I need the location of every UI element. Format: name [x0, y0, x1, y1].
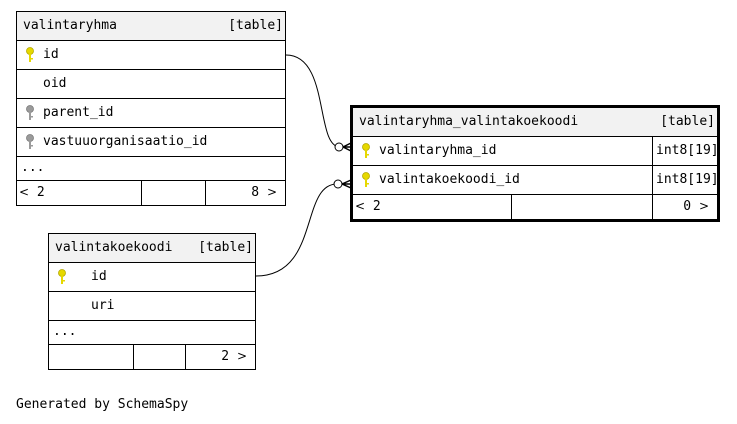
column-type: int8[19] — [656, 172, 719, 187]
more-columns-label: ... — [21, 160, 45, 175]
footer-divider — [652, 195, 653, 219]
column-type: int8[19] — [656, 143, 719, 158]
more-columns-label: ... — [53, 324, 77, 339]
key-icon — [26, 105, 34, 120]
key-icon — [58, 269, 66, 284]
table-kind-label: [table] — [198, 240, 253, 255]
more-columns: ... — [17, 157, 285, 181]
footer-divider — [133, 345, 134, 369]
parents-count[interactable]: < 2 — [19, 185, 45, 200]
link-crowfoot-end — [341, 179, 352, 189]
footer-divider — [141, 181, 142, 205]
children-count[interactable]: 2 > — [221, 349, 247, 364]
column-name: parent_id — [43, 105, 114, 120]
table-footer: < 2 8 > — [17, 181, 285, 205]
table-valintaryhma[interactable]: valintaryhma [table] id oid parent_id va… — [16, 11, 286, 206]
chevron-left-icon: < — [355, 199, 366, 213]
column-name: id — [43, 47, 59, 62]
table-valintaryhma-valintakoekoodi[interactable]: valintaryhma_valintakoekoodi [table] val… — [350, 105, 720, 222]
children-count[interactable]: 8 > — [251, 185, 277, 200]
key-icon — [26, 134, 34, 149]
link-circle-end — [333, 179, 343, 189]
table-footer: < 2 0 > — [353, 195, 717, 219]
table-header: valintaryhma_valintakoekoodi [table] — [353, 108, 717, 137]
column-row[interactable]: oid — [17, 70, 285, 99]
chevron-left-icon: < — [19, 185, 30, 199]
column-row[interactable]: parent_id — [17, 99, 285, 128]
link-circle-end — [334, 142, 344, 152]
table-kind-label: [table] — [228, 18, 283, 33]
table-header: valintaryhma [table] — [17, 12, 285, 41]
key-icon — [362, 143, 370, 158]
relationship-link-valintaryhma — [285, 54, 341, 148]
column-name: valintaryhma_id — [379, 143, 497, 158]
footer-divider — [511, 195, 512, 219]
link-crowfoot-end — [342, 142, 352, 152]
footer-divider — [185, 345, 186, 369]
children-count[interactable]: 0 > — [683, 199, 709, 214]
generated-by-label: Generated by SchemaSpy — [16, 397, 189, 412]
column-row[interactable]: id — [17, 41, 285, 70]
column-name: uri — [91, 298, 115, 313]
chevron-right-icon: > — [698, 199, 709, 213]
column-row[interactable]: vastuuorganisaatio_id — [17, 128, 285, 157]
chevron-right-icon: > — [266, 185, 277, 199]
column-name: id — [91, 269, 107, 284]
table-footer: 2 > — [49, 345, 255, 369]
more-columns: ... — [49, 321, 255, 345]
column-divider — [652, 166, 653, 194]
table-valintakoekoodi[interactable]: valintakoekoodi [table] id uri ... 2 > — [48, 233, 256, 370]
column-row[interactable]: uri — [49, 292, 255, 321]
column-row[interactable]: valintaryhma_id int8[19] — [353, 137, 719, 166]
column-row[interactable]: id — [49, 263, 255, 292]
column-divider — [652, 137, 653, 165]
key-icon — [362, 172, 370, 187]
table-name: valintakoekoodi — [55, 240, 173, 255]
chevron-right-icon: > — [236, 349, 247, 363]
key-icon — [26, 47, 34, 62]
column-name: vastuuorganisaatio_id — [43, 134, 208, 149]
table-name: valintaryhma — [23, 18, 117, 33]
footer-divider — [205, 181, 206, 205]
column-name: valintakoekoodi_id — [379, 172, 520, 187]
table-name: valintaryhma_valintakoekoodi — [359, 114, 579, 129]
column-name: oid — [43, 76, 67, 91]
table-kind-label: [table] — [660, 114, 715, 129]
relationship-link-valintakoekoodi — [255, 183, 338, 277]
column-row[interactable]: valintakoekoodi_id int8[19] — [353, 166, 719, 195]
table-header: valintakoekoodi [table] — [49, 234, 255, 263]
parents-count[interactable]: < 2 — [355, 199, 381, 214]
